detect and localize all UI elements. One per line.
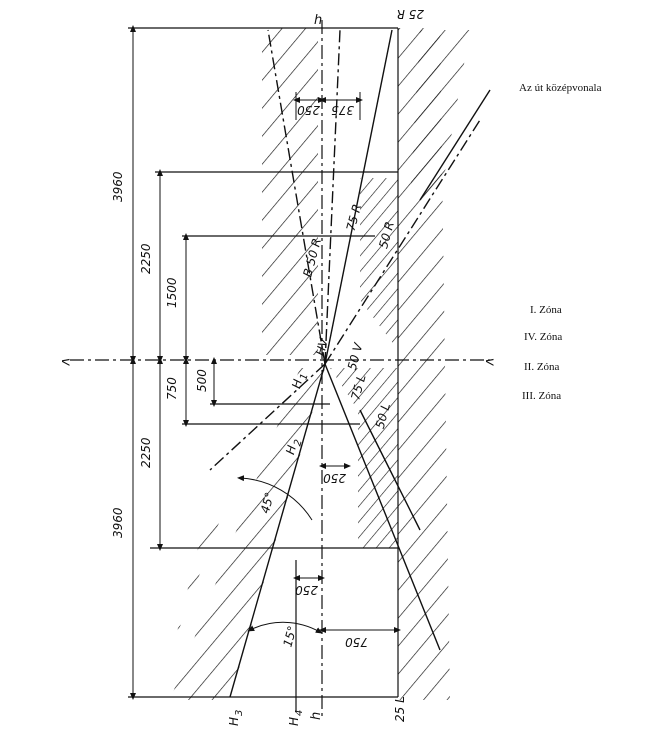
point-label-h1: H 1 — [289, 372, 311, 390]
svg-text:2: 2 — [292, 438, 304, 447]
svg-text:H: H — [283, 444, 299, 456]
dim-short-upper: 1500 — [165, 277, 179, 308]
beam-label-75r: 75 R — [344, 202, 365, 232]
beam-label-hv: HV — [313, 336, 331, 357]
zone-legend-2: II. Zóna — [524, 361, 560, 373]
zone-hatch-left-lower — [170, 368, 325, 700]
dim-mid-upper: 2250 — [139, 243, 153, 274]
angle-arcs — [237, 475, 323, 634]
dim-short-lower-500: 500 — [195, 369, 209, 392]
axis-top-h-label: h — [314, 13, 322, 28]
dim-mid-250: 250 — [323, 471, 346, 485]
dim-bottom-250: 250 — [295, 583, 318, 597]
dim-bottom-750: 750 — [345, 635, 368, 649]
svg-text:4: 4 — [294, 710, 305, 716]
svg-text:1: 1 — [298, 372, 310, 381]
axis-v-right-label: v — [482, 358, 497, 366]
point-label-h3: H 3 — [227, 710, 245, 726]
beam-label-50v: 50 V — [345, 341, 366, 372]
dimension-lines-horizontal — [293, 92, 401, 633]
svg-text:H: H — [227, 717, 241, 726]
center-line-legend: Az út középvonala — [519, 82, 602, 94]
zone-legend-3: III. Zóna — [522, 390, 562, 402]
zone-legend-4: IV. Zóna — [524, 331, 563, 343]
bottom-right-label: 25 L — [393, 696, 407, 722]
angle-45-label: 45° — [258, 491, 277, 515]
dimension-lines-left — [130, 25, 217, 700]
zone-hatch-right-upper-box — [360, 178, 398, 350]
beam-label-75l: 75 L — [348, 373, 368, 402]
svg-text:3: 3 — [234, 710, 245, 716]
svg-text:H: H — [289, 378, 305, 390]
point-label-h2: H 2 — [283, 438, 305, 456]
axis-v-left-label: v — [58, 358, 73, 366]
dim-total-upper: 3960 — [111, 171, 125, 202]
dim-short-lower-750: 750 — [165, 377, 179, 400]
beam-label-50l: 50 L — [373, 402, 393, 431]
zone-legend-1: I. Zóna — [530, 304, 562, 316]
beam-lines — [209, 29, 491, 698]
top-right-label: 25 R — [397, 7, 424, 21]
svg-text:H: H — [287, 717, 301, 726]
dim-mid-lower: 2250 — [139, 437, 153, 468]
reference-lines — [70, 20, 490, 720]
beam-label-50r: 50 R — [376, 220, 397, 250]
axis-bottom-h-label: h — [309, 712, 324, 720]
dim-top-375: 375 — [331, 103, 354, 117]
dim-total-lower: 3960 — [111, 507, 125, 538]
zone-hatch-right-slant — [410, 30, 470, 200]
point-label-h4: H 4 — [287, 710, 305, 726]
zone-hatch-left-upper — [262, 28, 318, 355]
angle-15-label: 15° — [281, 624, 300, 648]
dim-top-250: 250 — [297, 103, 320, 117]
